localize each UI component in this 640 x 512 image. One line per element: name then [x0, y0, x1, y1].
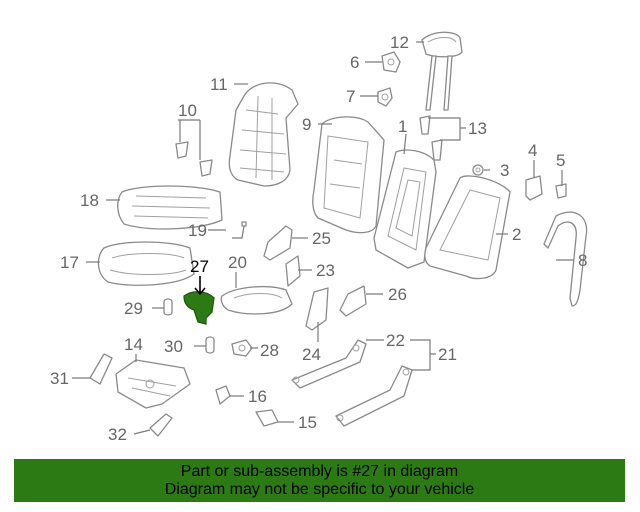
- callout-19: 19: [188, 221, 207, 240]
- callout-8: 8: [578, 251, 587, 270]
- part-7-guide[interactable]: [377, 87, 393, 107]
- part-19-wire[interactable]: [232, 221, 247, 239]
- part-14-mechanism[interactable]: [115, 359, 191, 409]
- callout-14: 14: [124, 335, 143, 354]
- callout-17: 17: [60, 253, 79, 272]
- part-13-headrest-guides[interactable]: [419, 115, 443, 161]
- part-17-seat-cushion[interactable]: [97, 241, 195, 286]
- callout-18: 18: [80, 191, 99, 210]
- part-12-headrest[interactable]: [421, 31, 463, 111]
- callout-21: 21: [438, 345, 457, 364]
- callout-23: 23: [316, 261, 335, 280]
- callout-22: 22: [386, 331, 405, 350]
- callout-3: 3: [500, 161, 509, 180]
- part-3-bushing[interactable]: [472, 164, 484, 176]
- callout-30: 30: [164, 337, 183, 356]
- callout-32: 32: [108, 425, 127, 444]
- callout-13: 13: [468, 119, 487, 138]
- callout-7: 7: [346, 87, 355, 106]
- part-29-clip[interactable]: [163, 298, 173, 316]
- part-16-bracket[interactable]: [215, 385, 231, 405]
- callout-20: 20: [228, 253, 247, 272]
- part-1-seatback-frame[interactable]: [373, 149, 437, 269]
- part-30-clip[interactable]: [205, 336, 215, 354]
- callout-31: 31: [50, 369, 69, 388]
- callout-24: 24: [302, 345, 321, 364]
- part-10-clips[interactable]: [175, 141, 213, 177]
- callout-11: 11: [210, 75, 228, 94]
- callout-9: 9: [302, 115, 311, 134]
- part-20-seat-pan[interactable]: [220, 286, 293, 315]
- part-6-clip[interactable]: [381, 51, 401, 73]
- part-28-latch[interactable]: [231, 339, 253, 357]
- callout-5: 5: [556, 151, 565, 170]
- part-26-bracket[interactable]: [339, 285, 367, 317]
- part-31-cover[interactable]: [89, 353, 113, 385]
- part-25-bracket[interactable]: [263, 225, 293, 261]
- part-32-cover[interactable]: [149, 413, 173, 437]
- callout-4: 4: [528, 141, 537, 160]
- callout-25: 25: [312, 229, 331, 248]
- part-23-bracket[interactable]: [285, 255, 301, 287]
- part-15-bracket[interactable]: [255, 409, 279, 427]
- callout-6: 6: [350, 53, 359, 72]
- part-27-highlighted[interactable]: [183, 291, 215, 325]
- leader-lines: [72, 41, 574, 435]
- part-24-bracket[interactable]: [305, 287, 329, 331]
- part-4-cap[interactable]: [525, 175, 543, 201]
- part-22-track-upper[interactable]: [291, 339, 367, 389]
- part-2-back-panel[interactable]: [424, 175, 511, 280]
- callout-12: 12: [390, 33, 409, 52]
- part-8-trim-strip[interactable]: [543, 211, 588, 307]
- callout-labels: 12 6 7 1 13 11 9 10 3 4 5 2 8 18 19 17 2…: [50, 33, 587, 444]
- info-banner: Part or sub-assembly is #27 in diagram D…: [14, 459, 625, 502]
- callout-2: 2: [512, 225, 521, 244]
- callout-29: 29: [124, 299, 143, 318]
- part-9-seatback-pad[interactable]: [312, 116, 385, 234]
- callout-28: 28: [260, 341, 279, 360]
- part-18-cushion-cover[interactable]: [117, 185, 223, 230]
- callout-27: 27: [190, 257, 209, 276]
- callout-26: 26: [388, 285, 407, 304]
- callout-15: 15: [298, 413, 317, 432]
- part-11-seatback-cover[interactable]: [228, 82, 299, 187]
- callout-1: 1: [398, 117, 407, 136]
- banner-disclaimer: Diagram may not be specific to your vehi…: [164, 480, 475, 498]
- part-21-track-lower[interactable]: [335, 365, 413, 427]
- callout-10: 10: [178, 101, 197, 120]
- part-5-clip[interactable]: [555, 183, 567, 199]
- callout-16: 16: [248, 387, 267, 406]
- banner-part-note: Part or sub-assembly is #27 in diagram: [180, 462, 459, 480]
